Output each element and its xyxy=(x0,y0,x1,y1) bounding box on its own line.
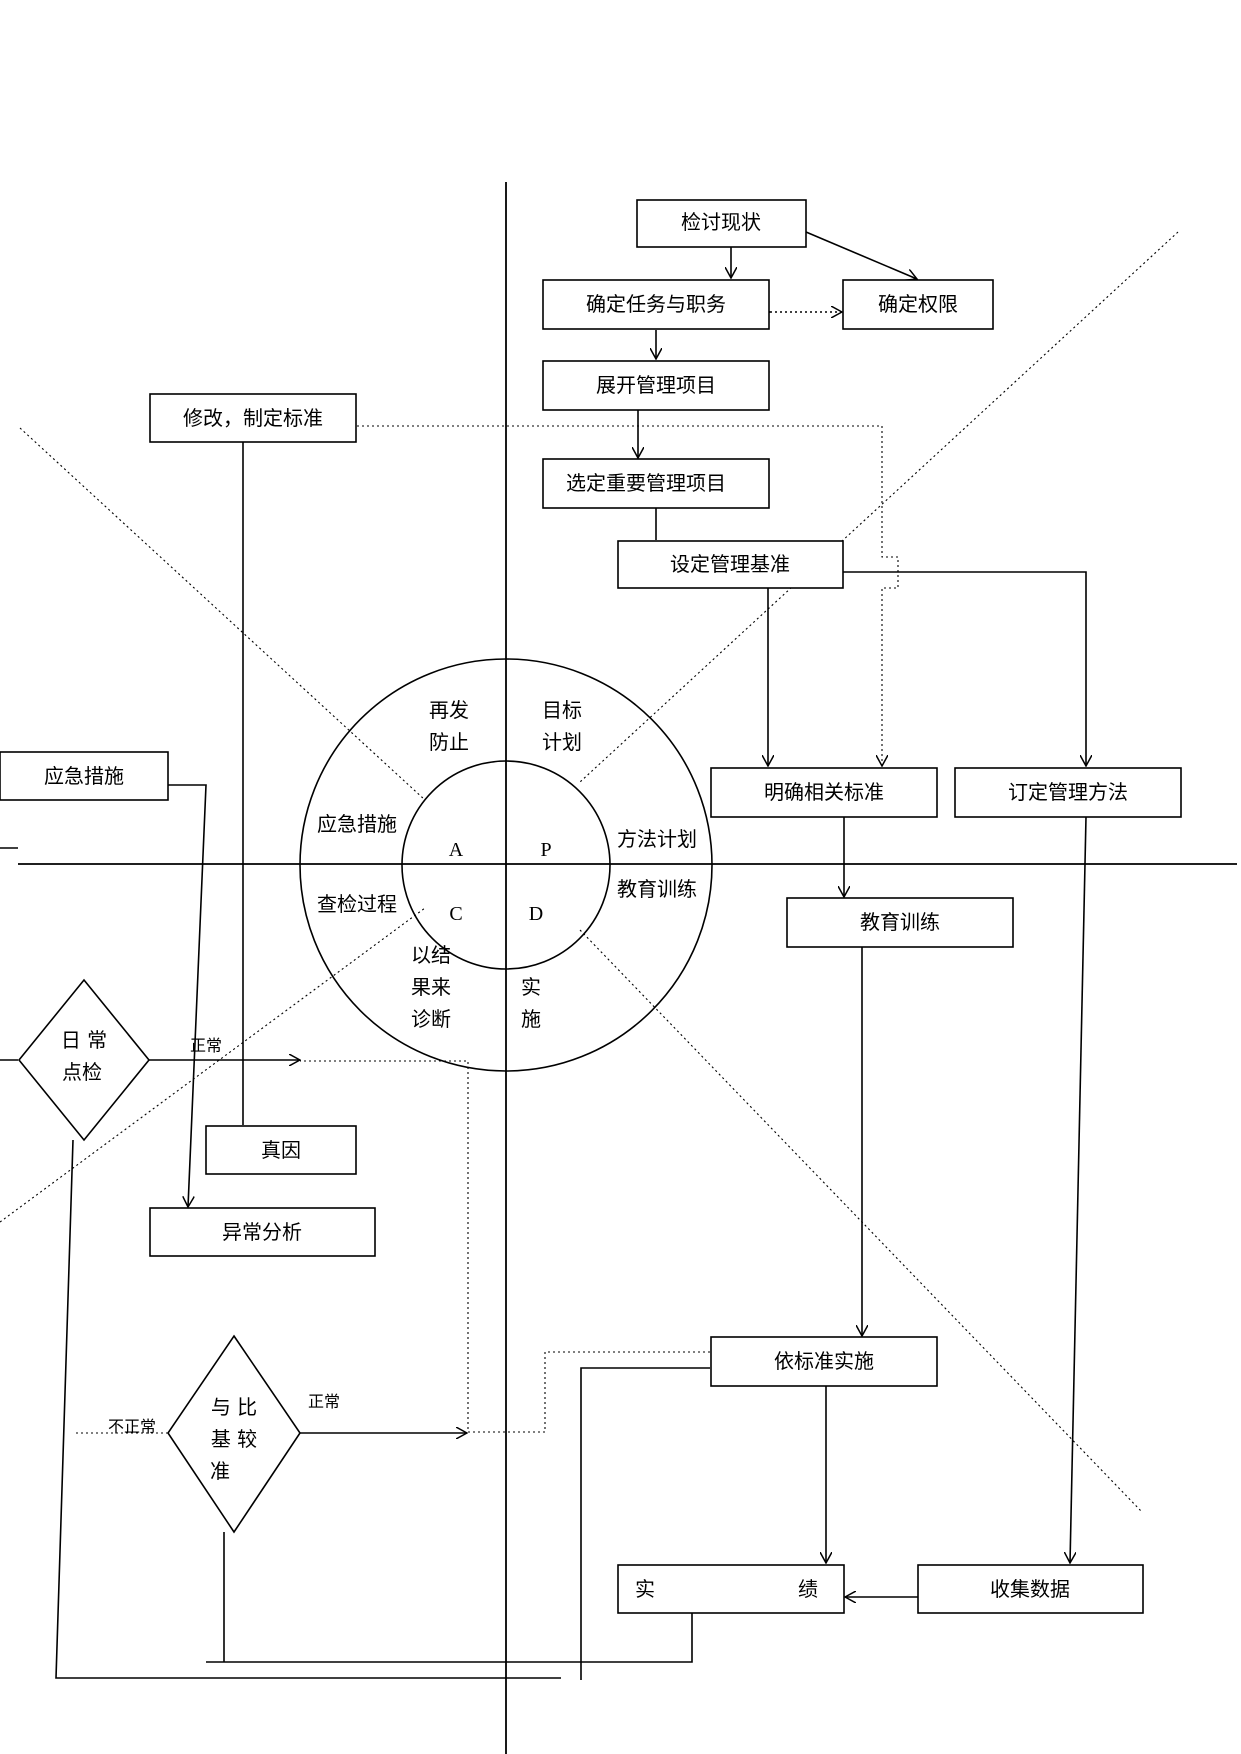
label-normal-compare: 正常 xyxy=(308,1392,340,1411)
svg-text:实: 实 xyxy=(635,1577,655,1601)
svg-text:绩: 绩 xyxy=(798,1577,818,1601)
svg-text:以结: 以结 xyxy=(411,943,451,967)
box-expand-items: 展开管理项目 xyxy=(542,360,770,411)
pdca-outer-ring xyxy=(299,658,713,1072)
line-daily-check-loop xyxy=(55,1139,561,1679)
svg-text:选定重要管理项目: 选定重要管理项目 xyxy=(566,471,726,495)
cycle-label-emergency: 应急措施 xyxy=(317,812,397,836)
line-implement-loop xyxy=(580,1367,710,1680)
label-abnormal: 不正常 xyxy=(108,1417,156,1436)
svg-text:确定任务与职务: 确定任务与职务 xyxy=(586,292,726,316)
diagonal-guide-ne xyxy=(579,231,1179,783)
svg-text:检讨现状: 检讨现状 xyxy=(681,210,761,234)
svg-text:确定权限: 确定权限 xyxy=(878,292,958,316)
box-define-authority: 确定权限 xyxy=(842,279,994,330)
svg-text:依标准实施: 依标准实施 xyxy=(774,1349,874,1373)
cycle-label-goal-plan: 目标 计划 xyxy=(542,698,582,754)
svg-text:诊断: 诊断 xyxy=(411,1007,451,1031)
box-collect-data: 收集数据 xyxy=(917,1564,1144,1614)
svg-text:点检: 点检 xyxy=(62,1060,102,1084)
svg-text:基 较: 基 较 xyxy=(211,1427,257,1451)
dotted-implement-to-compare xyxy=(300,1060,710,1433)
diamond-daily-check: 日 常 点检 xyxy=(17,978,151,1142)
svg-text:设定管理基准: 设定管理基准 xyxy=(670,552,790,576)
svg-text:实: 实 xyxy=(521,975,541,999)
cycle-letter-c: C xyxy=(449,903,462,925)
cycle-letter-a: A xyxy=(449,839,464,861)
svg-text:异常分析: 异常分析 xyxy=(222,1220,302,1244)
box-true-cause: 真因 xyxy=(205,1125,357,1175)
box-select-items: 选定重要管理项目 xyxy=(542,458,770,509)
svg-text:防止: 防止 xyxy=(429,730,469,754)
cycle-label-check-process: 查检过程 xyxy=(317,892,397,916)
box-results: 实 绩 xyxy=(617,1564,845,1614)
svg-text:与 比: 与 比 xyxy=(211,1395,257,1419)
box-define-tasks: 确定任务与职务 xyxy=(542,279,770,330)
box-set-criteria: 设定管理基准 xyxy=(617,540,844,589)
cycle-label-method-plan: 方法计划 xyxy=(617,827,697,851)
arrow-review-to-authority xyxy=(805,231,917,279)
label-normal-daily: 正常 xyxy=(190,1036,222,1055)
cycle-label-prevent-recurrence: 再发 防止 xyxy=(429,698,469,754)
cycle-label-implement: 实 施 xyxy=(521,975,541,1031)
diagonal-guide-sw xyxy=(0,907,426,1223)
svg-text:准: 准 xyxy=(210,1459,230,1483)
box-implement-by-standard: 依标准实施 xyxy=(710,1336,938,1387)
svg-text:果来: 果来 xyxy=(411,975,451,999)
cycle-letter-d: D xyxy=(529,903,543,925)
svg-text:施: 施 xyxy=(521,1007,541,1031)
box-emergency-measures: 应急措施 xyxy=(0,751,169,801)
cycle-label-training: 教育训练 xyxy=(617,877,697,901)
svg-text:订定管理方法: 订定管理方法 xyxy=(1008,780,1128,804)
svg-text:真因: 真因 xyxy=(261,1138,301,1162)
svg-text:应急措施: 应急措施 xyxy=(44,764,124,788)
box-training: 教育训练 xyxy=(786,897,1014,948)
diamond-compare-standard: 与 比 基 较 准 xyxy=(167,1334,301,1534)
svg-text:再发: 再发 xyxy=(429,698,469,722)
svg-text:修改，制定标准: 修改，制定标准 xyxy=(183,406,323,430)
svg-text:展开管理项目: 展开管理项目 xyxy=(596,373,716,397)
arrow-methods-to-collect xyxy=(1070,816,1087,1563)
box-clarify-standards: 明确相关标准 xyxy=(710,767,938,818)
dotted-revise-feedback xyxy=(357,425,899,766)
pdca-inner-ring xyxy=(401,760,611,970)
arrow-emergency-to-analysis xyxy=(168,784,207,1207)
line-results-to-bottom xyxy=(206,1613,693,1663)
diagonal-guide-se xyxy=(579,929,1143,1513)
box-review-status: 检讨现状 xyxy=(636,199,807,248)
svg-text:计划: 计划 xyxy=(542,730,582,754)
box-abnormal-analysis: 异常分析 xyxy=(149,1207,376,1257)
svg-text:目标: 目标 xyxy=(542,698,582,722)
svg-text:日 常: 日 常 xyxy=(61,1028,107,1052)
cycle-label-diagnose: 以结 果来 诊断 xyxy=(411,943,451,1031)
svg-text:明确相关标准: 明确相关标准 xyxy=(764,780,884,804)
box-revise-standard: 修改，制定标准 xyxy=(149,393,357,443)
diagonal-guide-nw xyxy=(19,427,426,801)
cycle-letter-p: P xyxy=(540,839,551,861)
svg-text:教育训练: 教育训练 xyxy=(860,910,940,934)
box-define-methods: 订定管理方法 xyxy=(954,767,1182,818)
arrow-criteria-to-methods xyxy=(843,571,1086,766)
svg-text:收集数据: 收集数据 xyxy=(990,1577,1070,1601)
